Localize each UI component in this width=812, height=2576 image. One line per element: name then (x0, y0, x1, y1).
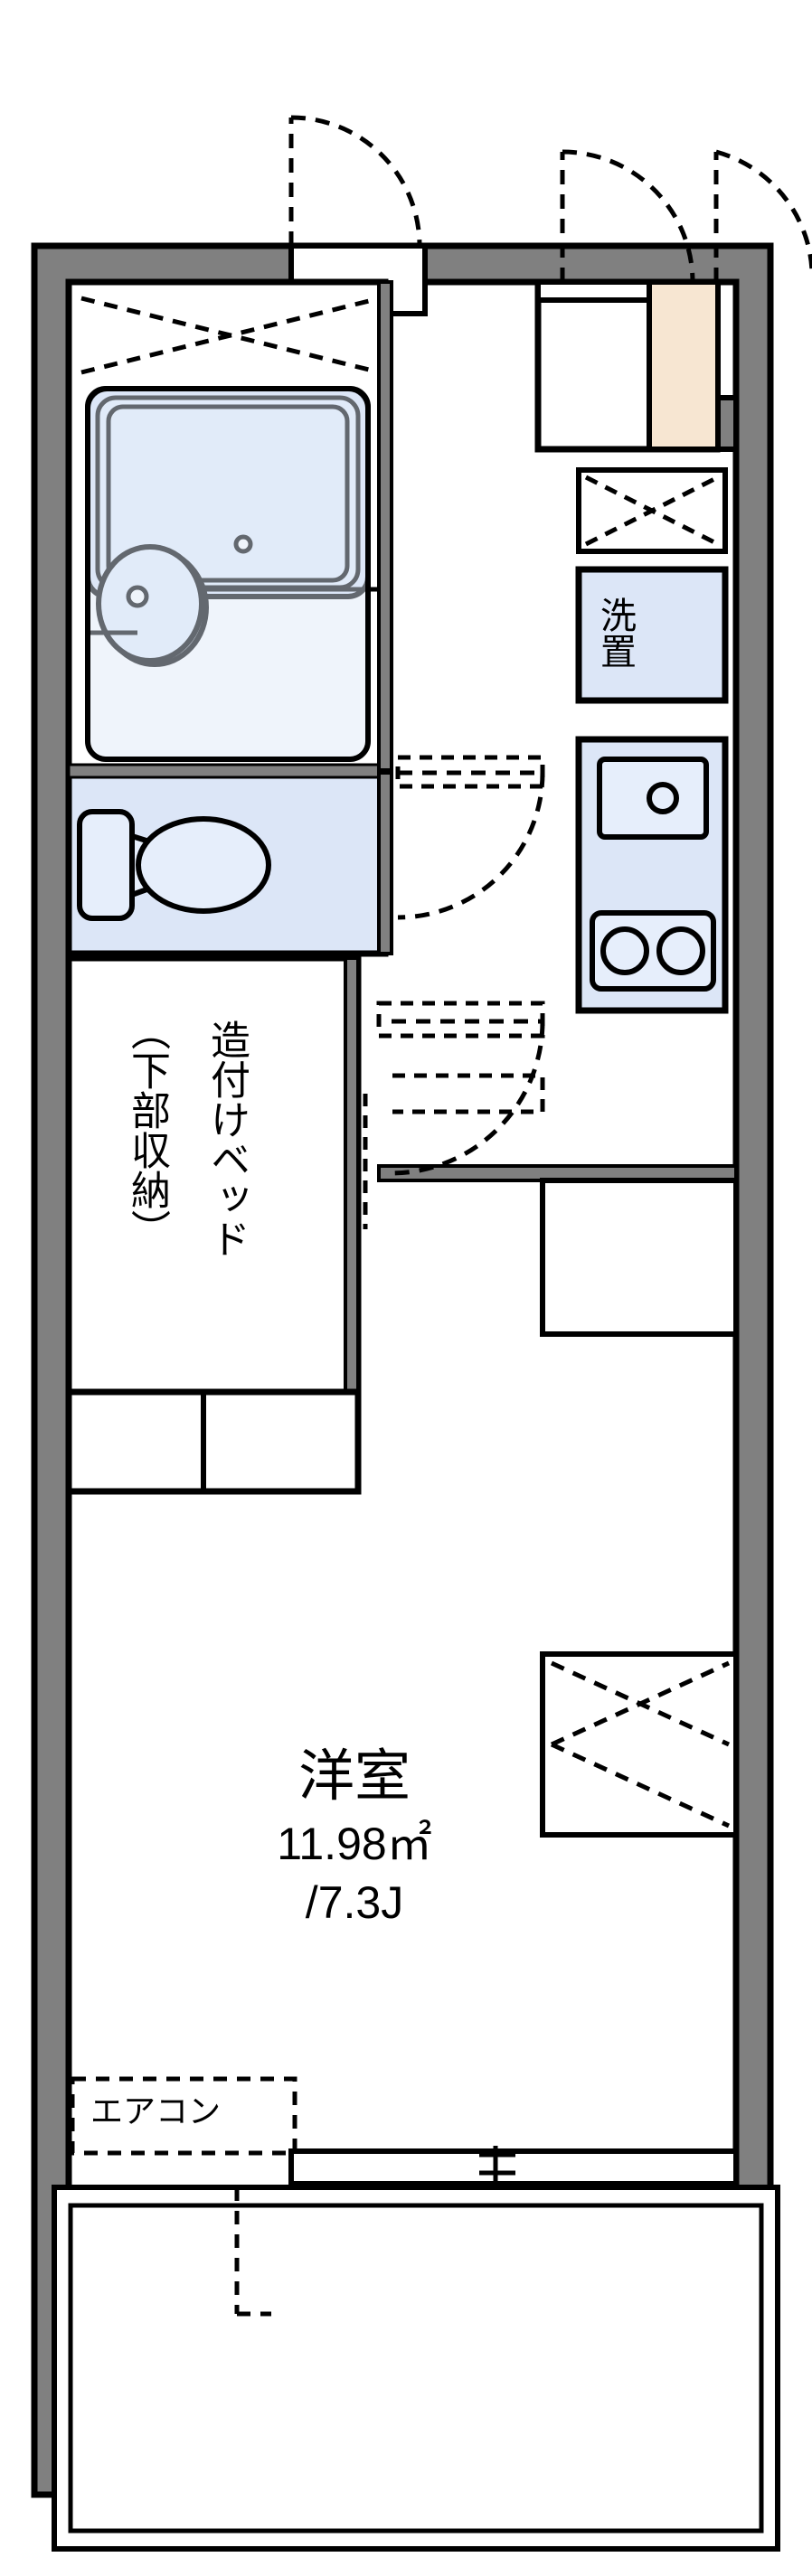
entrance-area (288, 115, 428, 316)
toilet-icon (77, 809, 271, 921)
entry-tile-accent (647, 279, 721, 452)
closet-box (540, 1651, 739, 1838)
closet-door-dashed-icon (550, 1660, 731, 1829)
burner-left-icon (600, 926, 649, 975)
label-main-room-jo: /7.3J (305, 1877, 404, 1928)
main-room-door-swing-icon (376, 1001, 545, 1176)
built-in-bed (65, 954, 362, 1495)
toilet-room-top-wall (67, 763, 387, 779)
entry-closet-door-swing-icon (560, 149, 812, 283)
label-built-in-bed: 造付けベッド (204, 1020, 249, 1258)
bed-storage-drawers (65, 1388, 362, 1495)
toilet-right-wall (377, 771, 393, 955)
corridor-left-wall (377, 280, 393, 772)
balcony-partition-dashed-icon (234, 2187, 271, 2317)
label-main-room-name: 洋室 (297, 1745, 411, 1808)
bathroom-unit (65, 278, 393, 774)
kitchen-room-divider (377, 1164, 739, 1337)
toilet-tank-icon (77, 809, 135, 921)
balcony (52, 2146, 780, 2552)
air-conditioner-box (70, 2076, 297, 2156)
overhead-cabinet-icon (576, 467, 728, 554)
label-lower-storage: （下部収納） (125, 1011, 169, 1249)
bathtub-icon (85, 386, 371, 599)
built-in-bed-right-wall (344, 956, 360, 1394)
entry-storage-box (540, 1178, 739, 1337)
entrance-door-swing-icon (288, 115, 422, 247)
bathtub-drain-icon (233, 534, 253, 554)
air-conditioner-marker (70, 2076, 297, 2156)
sink-faucet-icon (647, 782, 679, 814)
misc-dashed-details (363, 1073, 545, 1229)
washing-machine-space-box (575, 566, 729, 704)
toilet-door-swing-icon (395, 755, 545, 920)
washbasin-icon (85, 386, 380, 762)
balcony-rail (68, 2203, 764, 2534)
bath-floor-tint (90, 391, 365, 757)
label-main-room-area: 11.98㎡ (277, 1819, 432, 1869)
toilet-bowl-icon (136, 816, 271, 914)
stove-icon (590, 910, 716, 992)
label-air-conditioner: エアコン (90, 2092, 222, 2129)
washbasin-drain-icon (126, 585, 149, 608)
bath-door-dashed-icon (80, 296, 381, 375)
burner-right-icon (656, 926, 705, 975)
window-mullion (479, 2146, 515, 2191)
main-room-closet (540, 1651, 739, 1838)
label-washing-machine-space: 洗置 (595, 597, 635, 669)
kitchen-area (575, 467, 729, 1014)
toilet-room (65, 763, 393, 957)
